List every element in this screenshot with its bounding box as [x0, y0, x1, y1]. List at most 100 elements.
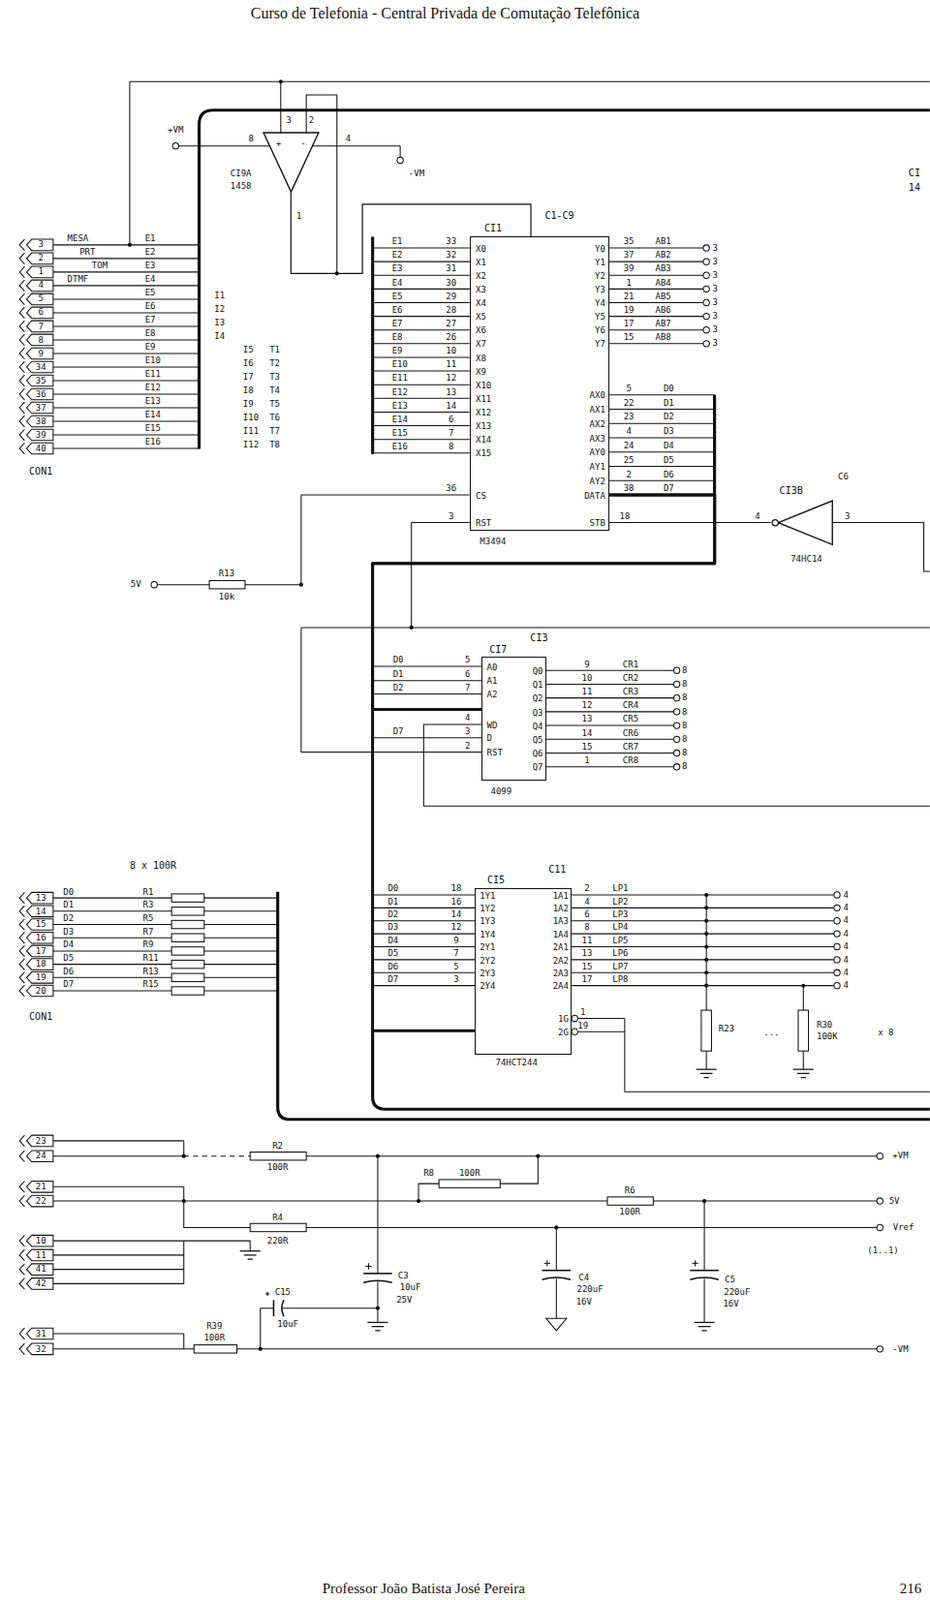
schematic-label: 19: [35, 973, 47, 983]
connector-pin: [19, 320, 25, 333]
wire: [571, 985, 835, 987]
wire: [556, 1278, 558, 1319]
pin-name: 2A1: [553, 943, 569, 953]
wire: [372, 342, 470, 344]
pin-name: AX3: [589, 434, 606, 444]
wire: [184, 1240, 250, 1245]
wire: [53, 1269, 185, 1271]
schematic-label: E12: [392, 388, 408, 398]
pin-name: 4099: [490, 787, 512, 797]
wire: [204, 924, 279, 926]
schematic-label: LP5: [612, 936, 628, 946]
schematic-label: I2: [214, 305, 225, 314]
terminal-circle: [397, 156, 403, 163]
wire: [571, 972, 835, 974]
schematic-label: E1: [145, 234, 156, 244]
wire: [53, 937, 172, 939]
wire: [803, 1051, 805, 1064]
wire: [652, 1201, 877, 1203]
capacitor-symbol: [363, 1272, 393, 1275]
schematic-label: C11: [548, 865, 566, 875]
schematic-label: D6: [387, 962, 399, 972]
chip-designator: CI1: [484, 223, 502, 234]
schematic-label: 5: [625, 384, 631, 394]
pin-name: X1: [475, 258, 487, 268]
schematic-label: 2: [584, 884, 589, 894]
schematic-label: 10: [35, 1237, 47, 1246]
bus-line: [278, 892, 930, 1120]
pin-name: Q7: [532, 763, 544, 773]
schematic-label: R7: [143, 928, 155, 937]
ic-chip: CI1X0X1X2X3X4X5X6X7X8X9X10X11X12X13X14X1…: [469, 236, 610, 530]
wire: [372, 371, 470, 372]
terminal-circle: [172, 143, 179, 150]
ground-symbol: [546, 1318, 567, 1332]
schematic-label: E1: [392, 237, 403, 247]
schematic-label: 37: [623, 250, 635, 260]
wire: [372, 737, 483, 739]
schematic-label: 9: [584, 660, 589, 670]
opamp-symbol: +-CI9A1458: [263, 132, 319, 192]
schematic-label: 1: [296, 212, 302, 221]
schematic-label: 8: [682, 666, 687, 676]
schematic-label: 23: [35, 1137, 47, 1147]
schematic-label: C3: [398, 1271, 409, 1281]
ground-symbol: [698, 1326, 712, 1328]
wire: [184, 1333, 195, 1350]
pin-name: CS: [475, 492, 487, 501]
ground-symbol: [367, 1322, 388, 1324]
wire: [53, 406, 200, 408]
schematic-label: 40: [35, 444, 47, 454]
schematic-label: AB3: [655, 264, 672, 274]
schematic-label: 3: [713, 298, 718, 308]
chip-designator: CI5: [487, 875, 505, 886]
wire: [609, 408, 715, 410]
pin-name: X9: [475, 368, 487, 377]
chip-designator: CI3B: [779, 486, 804, 496]
pin-name: X15: [475, 449, 492, 459]
pin-name: Q3: [532, 709, 544, 718]
wire: [546, 683, 675, 685]
schematic-label: 13: [445, 388, 457, 398]
schematic-label: 3: [713, 325, 718, 335]
schematic-label: D6: [62, 967, 74, 977]
schematic-label: 15: [35, 920, 47, 930]
connector-pin: [26, 892, 53, 904]
pin-name: AX2: [589, 420, 606, 430]
connector-pin: [26, 415, 53, 428]
pin-name: 2Y2: [479, 957, 496, 966]
resistor-symbol: [171, 933, 205, 942]
ground-symbol: [240, 1250, 261, 1252]
wire: [53, 1186, 185, 1188]
schematic-label: 8: [682, 680, 687, 689]
schematic-label: -VM: [892, 1345, 908, 1355]
schematic-label: 15: [582, 962, 593, 972]
wire: [372, 959, 475, 961]
schematic-label: 25V: [396, 1296, 412, 1305]
connector-pin: [19, 388, 25, 401]
connector-pin: [26, 239, 53, 251]
resistor-symbol: [193, 1345, 237, 1354]
schematic-label: AB5: [655, 292, 672, 302]
schematic-label: D2: [387, 910, 399, 920]
schematic-label: D3: [663, 427, 675, 436]
schematic-label: 4: [842, 942, 848, 952]
capacitor-symbol: [273, 1300, 276, 1317]
schematic-label: 20: [35, 987, 47, 996]
terminal-circle: [703, 299, 710, 306]
connector-pin: [26, 931, 53, 944]
wire: [53, 1333, 185, 1334]
wire: [546, 697, 675, 699]
schematic-label: 14: [35, 907, 47, 917]
signal-wire: [609, 522, 772, 524]
wire: [546, 739, 675, 741]
schematic-label: D1: [387, 898, 399, 907]
wire: [372, 946, 475, 948]
schematic-label: E15: [392, 429, 408, 438]
schematic-label: E3: [392, 264, 403, 274]
schematic-label: I12: [243, 440, 259, 450]
terminal-circle: [703, 285, 710, 292]
wire: [609, 394, 715, 396]
pin-name: 2Y4: [479, 982, 496, 992]
